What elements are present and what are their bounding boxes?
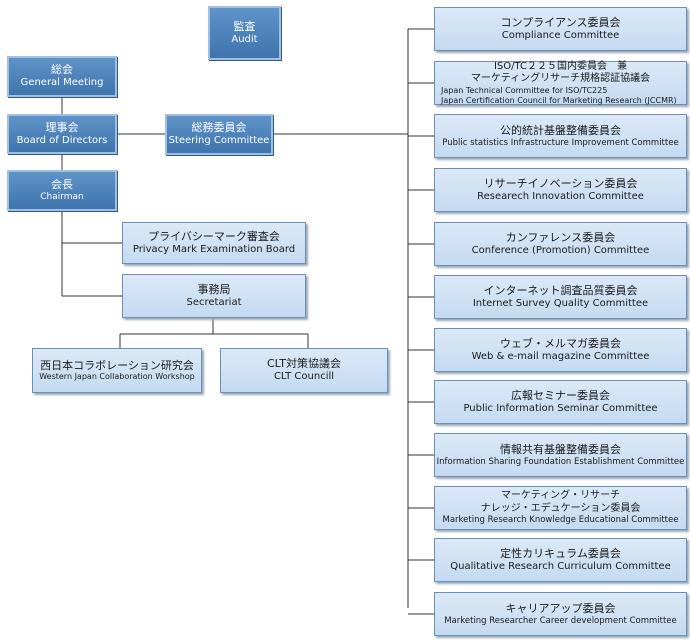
committee-name-en: Public Information Seminar Committee: [463, 402, 658, 414]
committee-name-en: Public statistics Infrastructure Improve…: [442, 137, 679, 148]
committee-name-en: Qualitative Research Curriculum Committe…: [450, 560, 671, 572]
chairman-box: 会長 Chairman: [7, 170, 117, 211]
west-japan-en: Western Japan Collaboration Workshop: [39, 372, 195, 382]
west-japan-box: 西日本コラボレーション研究会 Western Japan Collaborati…: [32, 348, 202, 393]
west-japan-ja: 西日本コラボレーション研究会: [40, 358, 194, 372]
steering-ja: 総務委員会: [191, 121, 247, 135]
board-box: 理事会 Board of Directors: [7, 114, 117, 154]
chairman-en: Chairman: [40, 191, 84, 202]
general-meeting-ja: 総会: [51, 63, 73, 77]
committee-name-en: Web & e-mail magazine Committee: [471, 350, 650, 362]
clt-box: CLT対策協議会 CLT Councill: [220, 348, 388, 393]
board-ja: 理事会: [45, 120, 79, 134]
committee-name-ja: コンプライアンス委員会: [500, 15, 621, 29]
committee-name-en: Marketing Researcher Career development …: [444, 615, 677, 626]
committee-name-ja: カンファレンス委員会: [505, 230, 616, 244]
board-en: Board of Directors: [16, 134, 108, 146]
general-meeting-box: 総会 General Meeting: [7, 56, 117, 97]
privacy-box: プライバシーマーク審査会 Privacy Mark Examination Bo…: [122, 222, 306, 264]
committee-name-ja2: ナレッジ・エデュケーション委員会: [480, 502, 641, 514]
steering-box: 総務委員会 Steering Committee: [165, 114, 273, 155]
committee-name-en: Internet Survey Quality Committee: [472, 297, 649, 309]
committee-name-en: Researech Innovation Committee: [477, 190, 644, 202]
committee-name-ja2: マーケティングリサーチ規格認証協議会: [470, 73, 651, 84]
steering-en: Steering Committee: [168, 135, 270, 147]
secretariat-box: 事務局 Secretariat: [122, 274, 306, 318]
audit-en: Audit: [231, 33, 258, 45]
committee-name-en: Compliance Committee: [501, 29, 620, 41]
committee-name-ja: 定性カリキュラム委員会: [500, 546, 621, 560]
chairman-ja: 会長: [51, 178, 73, 191]
committee-name-ja: リサーチイノベーション委員会: [483, 176, 638, 190]
privacy-ja: プライバシーマーク審査会: [148, 229, 280, 243]
committee-name-ja: インターネット調査品質委員会: [483, 283, 638, 297]
clt-ja: CLT対策協議会: [266, 357, 341, 371]
committee-name-en: Marketing Research Knowledge Educational…: [442, 515, 679, 526]
committee-name-ja: マーケティング・リサーチ: [500, 490, 621, 502]
committee-name-ja: ISO/TC２２５国内委員会 兼: [493, 60, 628, 72]
committee-name-ja: キャリアアップ委員会: [505, 601, 616, 615]
audit-box: 監査 Audit: [208, 6, 281, 60]
secretariat-ja: 事務局: [197, 282, 231, 296]
committee-name-en: Information Sharing Foundation Establish…: [436, 456, 685, 467]
committee-name-en: Conference (Promotion) Committee: [471, 244, 650, 256]
secretariat-en: Secretariat: [186, 296, 242, 308]
audit-ja: 監査: [233, 19, 256, 33]
committee-name-en2: Japan Certification Council for Marketin…: [441, 95, 677, 105]
committee-name-ja: 情報共有基盤整備委員会: [500, 442, 621, 456]
clt-en: CLT Councill: [273, 371, 335, 383]
privacy-en: Privacy Mark Examination Board: [132, 243, 296, 255]
committee-name-ja: ウェブ・メルマガ委員会: [500, 336, 621, 350]
committee-name-en: Japan Technical Committee for ISO/TC225: [441, 85, 608, 95]
committee-name-ja: 広報セミナー委員会: [511, 388, 610, 402]
general-meeting-en: General Meeting: [20, 77, 104, 89]
committee-name-ja: 公的統計基盤整備委員会: [500, 123, 621, 137]
